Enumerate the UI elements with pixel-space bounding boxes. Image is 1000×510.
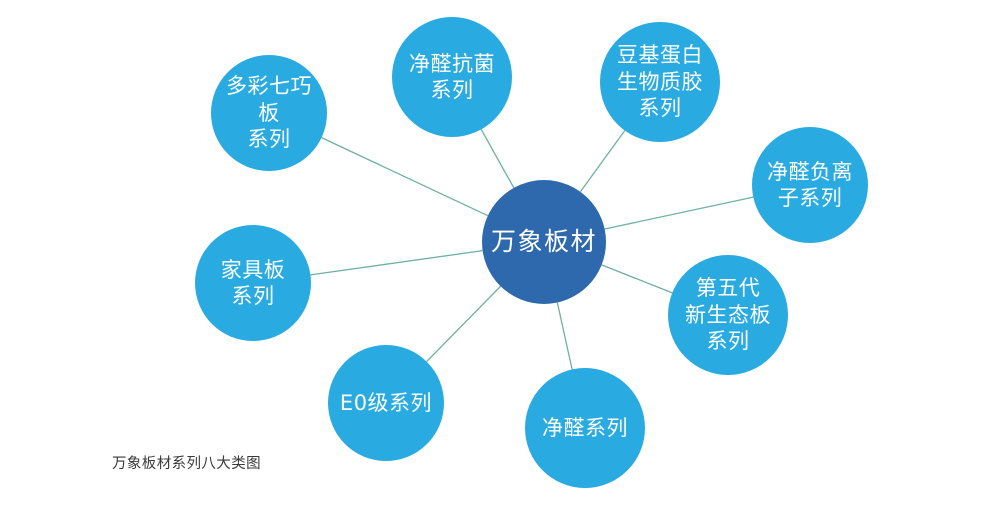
node-label: 第五代 新生态板 系列	[685, 276, 771, 354]
connector-center-to-jingquan-fulizi	[604, 196, 754, 230]
connector-center-to-e0-ji	[426, 285, 502, 363]
connector-center-to-jingquan-kangjun	[480, 129, 515, 189]
node-label: E0级系列	[339, 390, 433, 415]
diagram-caption: 万象板材系列八大类图	[112, 456, 261, 472]
node-label: 净醛系列	[542, 415, 628, 440]
connector-center-to-doujidanbai	[579, 130, 626, 193]
connector-center-to-diwudai-xinshengtai	[601, 264, 673, 294]
connector-center-to-duocai-qiqiaoban	[321, 137, 489, 217]
center-node-center[interactable]: 万象板材	[482, 180, 606, 304]
category-node-jiaju-ban[interactable]: 家具板 系列	[195, 225, 311, 341]
category-node-doujidanbai[interactable]: 豆基蛋白 生物质胶 系列	[600, 22, 720, 142]
connector-center-to-jingquan	[556, 302, 573, 370]
connector-center-to-jiaju-ban	[310, 250, 483, 276]
category-node-jingquan-kangjun[interactable]: 净醛抗菌 系列	[392, 17, 512, 137]
category-node-jingquan[interactable]: 净醛系列	[525, 368, 645, 488]
node-label: 净醛负离 子系列	[767, 159, 853, 210]
node-label: 多彩七巧板 系列	[226, 74, 312, 152]
category-node-jingquan-fulizi[interactable]: 净醛负离 子系列	[752, 127, 868, 243]
category-node-diwudai-xinshengtai[interactable]: 第五代 新生态板 系列	[668, 255, 788, 375]
category-node-e0-ji[interactable]: E0级系列	[328, 345, 444, 461]
node-label: 万象板材	[490, 227, 597, 257]
node-label: 家具板 系列	[220, 257, 286, 308]
node-label: 豆基蛋白 生物质胶 系列	[617, 43, 703, 121]
category-node-duocai-qiqiaoban[interactable]: 多彩七巧板 系列	[211, 55, 327, 171]
node-label: 净醛抗菌 系列	[409, 51, 495, 102]
